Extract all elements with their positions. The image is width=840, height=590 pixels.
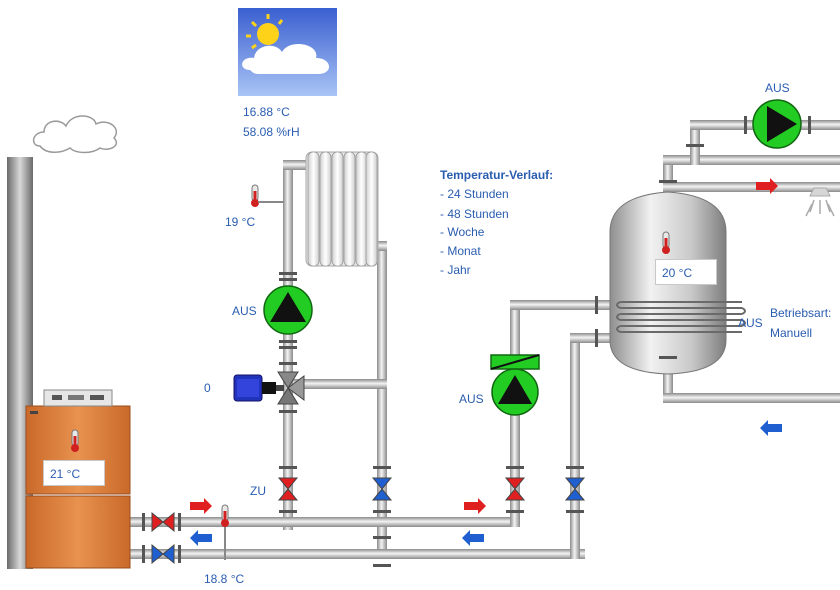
smoke-cloud-icon (32, 115, 118, 154)
main-return-pipe (130, 549, 585, 559)
flow-arrows (190, 178, 782, 546)
loading-supply-valve-icon[interactable] (504, 477, 526, 501)
circulation-pump-status: AUS (765, 81, 790, 95)
history-link-month[interactable]: - Monat (440, 244, 481, 258)
circulation-riser-pipe (690, 120, 700, 165)
history-title: Temperatur-Verlauf: (440, 168, 554, 182)
cold-water-riser-pipe (663, 360, 673, 400)
history-link-24h[interactable]: - 24 Stunden (440, 187, 509, 201)
hot-water-line-pipe (663, 155, 840, 165)
circulation-pump-icon[interactable] (752, 99, 802, 149)
loading-supply-top-pipe (510, 300, 610, 310)
tank-temperature: 20 °C (655, 259, 717, 285)
history-link-week[interactable]: - Woche (440, 225, 485, 239)
boiler-temperature: 21 °C (43, 460, 105, 486)
loading-pump-icon[interactable] (490, 354, 540, 416)
heating-pump-icon[interactable] (263, 285, 313, 335)
thermometer-icon (71, 429, 79, 452)
flow-temperature: 19 °C (225, 215, 256, 229)
thermometer-icon (251, 184, 284, 207)
coil-status: AUS (738, 316, 763, 330)
operating-mode-value: Manuell (770, 326, 813, 340)
shower-head-icon (805, 187, 835, 217)
mixer-valve-icon[interactable] (277, 371, 305, 405)
heating-pump-status: AUS (232, 304, 257, 318)
radiator-inlet-pipe (283, 160, 313, 170)
hot-water-branch-pipe (663, 182, 840, 192)
operating-mode-label: Betriebsart: (770, 306, 832, 320)
loading-pump-status: AUS (459, 392, 484, 406)
boiler-return-valve-icon[interactable] (151, 543, 175, 565)
weather-icon (238, 8, 337, 96)
history-link-48h[interactable]: - 48 Stunden (440, 207, 509, 221)
boiler-supply-valve-icon[interactable] (151, 511, 175, 533)
supply-riser-pipe (283, 160, 293, 530)
main-supply-pipe (130, 517, 520, 527)
loading-return-valve-icon[interactable] (564, 477, 586, 501)
mixer-bypass-pipe (293, 379, 387, 389)
radiator (305, 151, 379, 267)
outdoor-humidity: 58.08 %rH (243, 125, 300, 139)
mixer-motor-value: 0 (204, 381, 211, 395)
thermometer-icon (221, 504, 229, 560)
heating-valve-status: ZU (250, 484, 266, 498)
heating-return-valve-icon[interactable] (371, 477, 393, 501)
pipe-flanges (142, 116, 811, 567)
history-link-year[interactable]: - Jahr (440, 263, 471, 277)
loading-return-top-pipe (570, 333, 610, 343)
heat-exchanger-coil (616, 301, 746, 333)
hot-water-riser-pipe (663, 158, 673, 188)
cold-water-line-pipe (663, 393, 840, 403)
loading-return-pipe (570, 333, 580, 559)
heating-supply-valve-icon[interactable] (277, 477, 299, 501)
thermometer-icon (662, 231, 670, 254)
mixer-motor-icon[interactable] (233, 374, 284, 402)
return-riser-pipe (377, 241, 387, 557)
return-temperature: 18.8 °C (204, 572, 245, 586)
outdoor-temperature: 16.88 °C (243, 105, 290, 119)
